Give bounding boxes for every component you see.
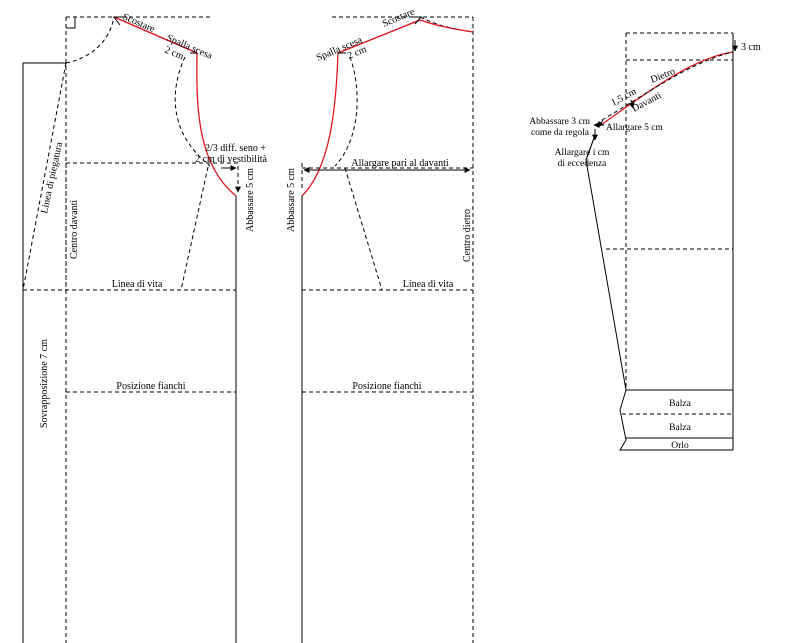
back-armhole-new	[301, 52, 339, 197]
front-armhole-original	[174, 56, 211, 167]
front-posizione-fianchi-label: Posizione fianchi	[116, 381, 185, 392]
right-angle-mark	[66, 17, 76, 29]
sleeve-side-seam	[585, 137, 733, 451]
back-posizione-fianchi-label: Posizione fianchi	[352, 381, 421, 392]
front-neckline	[65, 16, 115, 64]
back-abbassare-label: Abbassare 5 cm	[286, 168, 297, 232]
back-dart-line	[344, 167, 383, 291]
allargare-1-label-2: di eccedenza	[558, 159, 608, 169]
allargare-1-label-1: Allargare i cm	[555, 148, 610, 158]
sovrapposizione-label: Sovrapposizione 7 cm	[39, 339, 50, 428]
back-linea-vita-label: Linea di vita	[403, 279, 454, 290]
back-armhole-original	[334, 56, 358, 167]
centro-davanti-label: Centro davanti	[69, 200, 80, 259]
orlo-label: Orlo	[671, 441, 689, 451]
sleeve-cap-original	[601, 51, 734, 121]
back-scostare-label: Scostare	[381, 6, 417, 30]
front-linea-vita-label: Linea di vita	[112, 279, 163, 290]
abbassare-label-1: Abbassare 3 cm	[529, 117, 590, 127]
sovrapposizione-edge	[22, 62, 66, 643]
centro-dietro-label: Centro dietro	[462, 209, 473, 262]
front-dart-line	[180, 166, 209, 291]
balza-label-2: Balza	[669, 423, 691, 433]
back-neckline	[419, 16, 474, 33]
front-armhole-new	[196, 52, 237, 197]
front-abbassare-label: Abbassare 5 cm	[245, 168, 256, 232]
allargare-label: Allargare pari al davanti	[351, 158, 448, 169]
back-bodice	[301, 16, 474, 643]
diff-label-2: 2 cm di vestibilità	[195, 154, 267, 165]
sleeve	[585, 32, 738, 451]
three-cm-label: 3 cm	[741, 42, 761, 53]
allargare-5-label: Allargare 5 cm	[606, 123, 663, 133]
front-scostare-label: Scostare	[121, 12, 157, 36]
balza-label-1: Balza	[669, 399, 691, 409]
front-bodice	[22, 16, 241, 643]
diff-label-1: 2/3 diff. seno +	[205, 143, 266, 154]
scostare-arrow	[113, 16, 124, 26]
linea-piegatura-label: Linea di piegatura	[39, 141, 65, 215]
sleeve-cap-new	[597, 51, 734, 128]
linea-piegatura	[22, 62, 67, 291]
abbassare-label-2: come da regola	[531, 128, 590, 138]
